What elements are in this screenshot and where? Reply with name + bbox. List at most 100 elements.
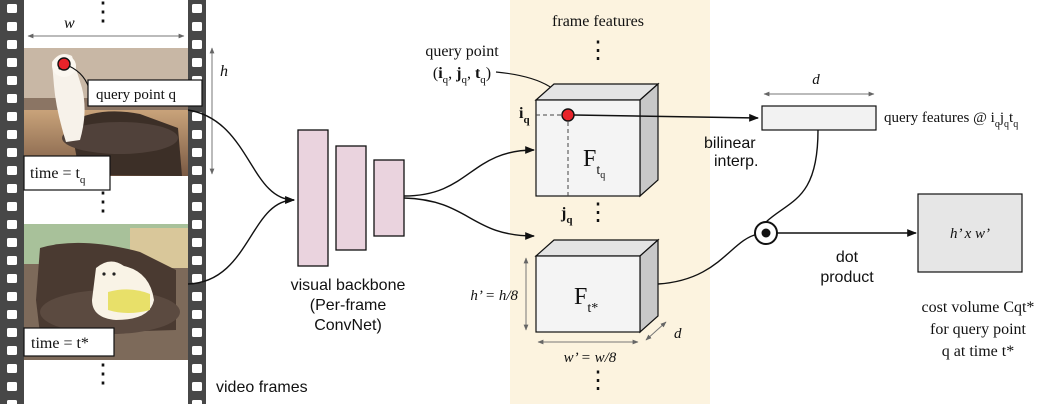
- cost-volume-caption-line2: for query point: [930, 321, 1027, 338]
- query-features-label: query features @ iqjqtq: [884, 110, 1018, 130]
- features-ellipsis-top: ⋮: [586, 38, 610, 64]
- features-ellipsis-middle: ⋮: [586, 200, 610, 226]
- bilinear-interp-arrow: [573, 113, 759, 122]
- sprocket-hole: [192, 22, 202, 31]
- frame2-to-backbone-arrow: [187, 196, 295, 285]
- sprocket-hole: [7, 94, 17, 103]
- sprocket-hole: [192, 310, 202, 319]
- sprocket-hole: [192, 292, 202, 301]
- sprocket-hole: [192, 364, 202, 373]
- sprocket-hole: [192, 4, 202, 13]
- sprocket-hole: [7, 4, 17, 13]
- sprocket-hole: [192, 112, 202, 121]
- video-frame-target: [24, 224, 188, 360]
- sprocket-hole: [7, 166, 17, 175]
- sprocket-hole: [7, 382, 17, 391]
- backbone-layer-3: [373, 159, 405, 237]
- frame-features-header: frame features: [552, 13, 644, 30]
- cost-volume-box: [917, 193, 1023, 273]
- film-sprocket-holes: [7, 4, 202, 404]
- sprocket-hole: [192, 382, 202, 391]
- backbone-caption-line2: (Per-frame: [310, 297, 387, 314]
- sprocket-hole: [192, 58, 202, 67]
- frame-features-panel: [510, 0, 710, 404]
- dot-product-label-line1: dot: [836, 249, 859, 266]
- feature-depth-label: d: [674, 326, 682, 342]
- sprocket-hole: [192, 328, 202, 337]
- bilinear-label-line1: bilinear: [704, 135, 756, 152]
- query-tensor-label: Ftq: [583, 146, 605, 181]
- sprocket-hole: [192, 184, 202, 193]
- feature-depth-arrow: [645, 321, 667, 341]
- query-j-label: jq: [560, 205, 573, 226]
- query-features-vector: [761, 105, 877, 131]
- sprocket-hole: [192, 130, 202, 139]
- sprocket-hole: [7, 400, 17, 404]
- target-tensor-to-dot-curve: [657, 233, 759, 285]
- target-feature-tensor: [534, 238, 660, 334]
- sprocket-hole: [192, 202, 202, 211]
- sprocket-hole: [192, 40, 202, 49]
- film-ellipsis-bottom: ⋮: [90, 359, 116, 388]
- film-strip: query point q time = tq time = t* ⋮ ⋮ ⋮: [0, 0, 206, 404]
- sprocket-hole: [192, 274, 202, 283]
- sprocket-hole: [7, 274, 17, 283]
- dot-product-label-line2: product: [820, 269, 874, 286]
- backbone-caption-line1: visual backbone: [291, 277, 406, 294]
- query-features-depth-label: d: [812, 72, 820, 88]
- video-frames-caption: video frames: [216, 379, 308, 396]
- sprocket-hole: [192, 220, 202, 229]
- sprocket-hole: [192, 346, 202, 355]
- sprocket-hole: [7, 238, 17, 247]
- query-i-label: iq: [519, 105, 530, 126]
- backbone-layer-2: [335, 145, 367, 251]
- sprocket-hole: [7, 112, 17, 121]
- sprocket-hole: [7, 364, 17, 373]
- sprocket-hole: [192, 256, 202, 265]
- sprocket-hole: [192, 166, 202, 175]
- time-query-label-box: [23, 155, 111, 191]
- backbone-to-query-tensor-arrow: [403, 146, 535, 197]
- backbone-to-target-tensor-arrow: [403, 197, 535, 240]
- feature-width-label: w’ = w/8: [564, 350, 617, 366]
- sprocket-hole: [7, 22, 17, 31]
- sprocket-hole: [7, 148, 17, 157]
- sprocket-hole: [7, 202, 17, 211]
- query-point-label: query point q: [96, 87, 176, 103]
- query-point-coords: (iq, jq, tq): [433, 65, 491, 86]
- time-star-label: time = t*: [31, 335, 89, 352]
- dot-product-operator-center: [761, 228, 771, 238]
- query-point-dot-frame: [57, 57, 71, 71]
- time-star-label-box: [23, 327, 115, 357]
- query-point-title: query point: [425, 43, 499, 60]
- time-query-label: time = tq: [30, 165, 86, 186]
- sprocket-hole: [7, 220, 17, 229]
- target-tensor-label: Ft*: [574, 284, 598, 316]
- video-frame-query: [24, 48, 188, 176]
- query-features-to-dot-curve: [765, 129, 819, 223]
- sprocket-hole: [7, 346, 17, 355]
- backbone-caption-line3: ConvNet): [314, 317, 382, 334]
- features-ellipsis-bottom: ⋮: [586, 368, 610, 394]
- cost-volume-caption-line3: q at time t*: [942, 343, 1014, 360]
- sprocket-hole: [192, 400, 202, 404]
- sprocket-hole: [7, 76, 17, 85]
- sprocket-hole: [7, 292, 17, 301]
- feature-height-label: h’ = h/8: [470, 288, 518, 304]
- frame-height-label: h: [220, 63, 228, 80]
- bilinear-label-line2: interp.: [714, 153, 758, 170]
- backbone-layer-1: [297, 129, 329, 267]
- query-point-label-box: [87, 79, 203, 107]
- sprocket-hole: [7, 58, 17, 67]
- sprocket-hole: [7, 310, 17, 319]
- cost-volume-caption-line1: cost volume Cqt*: [922, 299, 1035, 316]
- sprocket-hole: [7, 184, 17, 193]
- frame-width-label: w: [64, 15, 75, 32]
- sprocket-hole: [7, 328, 17, 337]
- query-point-dot-tensor: [561, 108, 575, 122]
- frame1-to-backbone-arrow: [187, 109, 295, 204]
- sprocket-hole: [7, 40, 17, 49]
- sprocket-hole: [192, 238, 202, 247]
- sprocket-hole: [7, 130, 17, 139]
